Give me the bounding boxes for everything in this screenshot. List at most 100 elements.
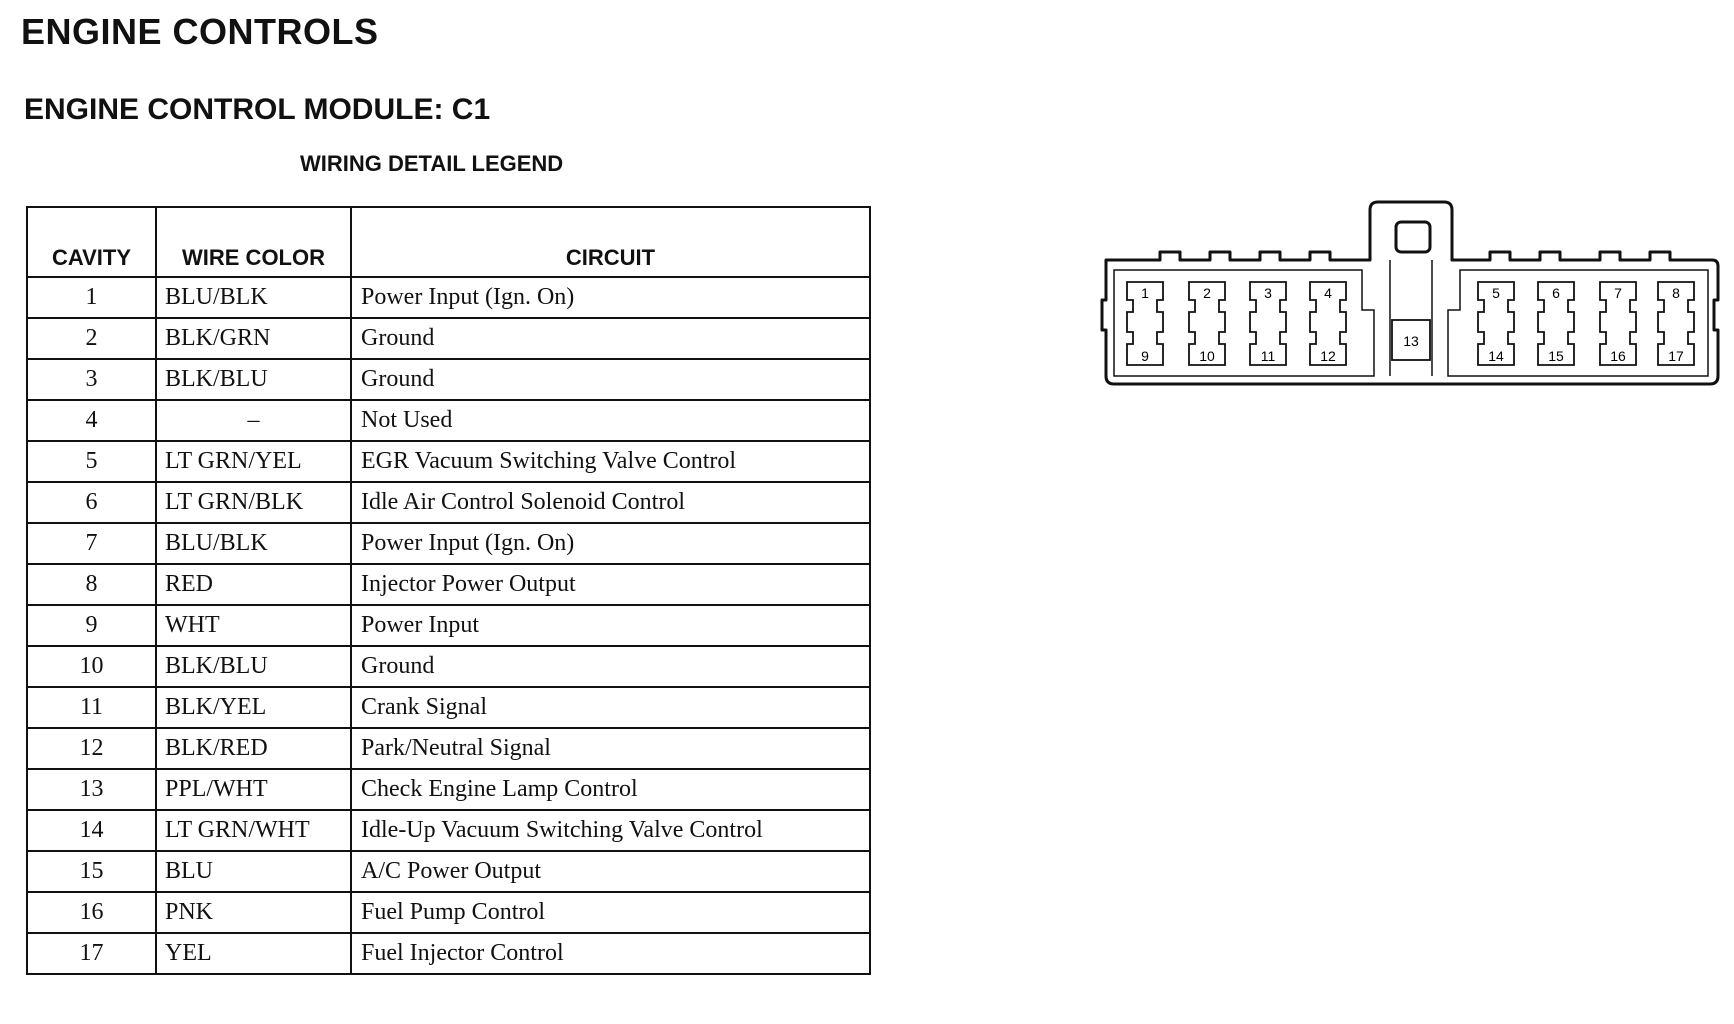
page-title: ENGINE CONTROLS — [21, 11, 379, 52]
wire-color-cell: WHT — [155, 604, 352, 647]
wire-color-cell: LT GRN/WHT — [155, 809, 352, 852]
pin-label: 13 — [1403, 333, 1419, 349]
terminal-cavity — [1657, 281, 1695, 366]
pin-label: 12 — [1320, 348, 1336, 364]
cavity-cell: 9 — [26, 604, 157, 647]
connector-right-block — [1447, 269, 1709, 377]
wire-color-cell: BLK/RED — [155, 727, 352, 770]
pin-label: 11 — [1261, 348, 1276, 364]
circuit-cell: EGR Vacuum Switching Valve Control — [350, 440, 871, 483]
cavity-cell: 8 — [26, 563, 157, 606]
circuit-cell: Park/Neutral Signal — [350, 727, 871, 770]
pin-label: 3 — [1264, 285, 1272, 301]
cavity-cell: 10 — [26, 645, 157, 688]
terminal-cavity — [1599, 281, 1637, 366]
wire-color-cell: BLK/GRN — [155, 317, 352, 360]
column-header-circuit: CIRCUIT — [350, 206, 871, 278]
cavity-cell: 17 — [26, 932, 157, 975]
cavity-cell: 11 — [26, 686, 157, 729]
table-header-row: CAVITY WIRE COLOR CIRCUIT — [26, 206, 871, 278]
column-header-cavity: CAVITY — [26, 206, 157, 278]
cavity-cell: 5 — [26, 440, 157, 483]
column-header-wire-color: WIRE COLOR — [155, 206, 352, 278]
circuit-cell: Crank Signal — [350, 686, 871, 729]
wire-color-cell: BLU — [155, 850, 352, 893]
pin-label: 14 — [1488, 348, 1504, 364]
terminal-cavity — [1477, 281, 1515, 366]
circuit-cell: Power Input — [350, 604, 871, 647]
wire-color-cell: LT GRN/YEL — [155, 440, 352, 483]
pin-label: 4 — [1324, 285, 1332, 301]
circuit-cell: Idle Air Control Solenoid Control — [350, 481, 871, 524]
wire-color-cell: LT GRN/BLK — [155, 481, 352, 524]
lock-tab-icon — [1394, 220, 1432, 254]
table-row: 4–Not Used — [26, 399, 871, 442]
cavity-cell: 2 — [26, 317, 157, 360]
circuit-cell: Power Input (Ign. On) — [350, 276, 871, 319]
terminal-cavity — [1126, 281, 1164, 366]
circuit-cell: Fuel Injector Control — [350, 932, 871, 975]
terminal-cavity — [1391, 319, 1431, 361]
terminal-cavity — [1249, 281, 1287, 366]
circuit-cell: Ground — [350, 358, 871, 401]
wire-color-cell: RED — [155, 563, 352, 606]
circuit-cell: Power Input (Ign. On) — [350, 522, 871, 565]
wire-color-cell: BLK/YEL — [155, 686, 352, 729]
cavity-cell: 6 — [26, 481, 157, 524]
wire-color-cell: BLU/BLK — [155, 522, 352, 565]
wire-color-cell: BLK/BLU — [155, 358, 352, 401]
pin-label: 1 — [1141, 285, 1149, 301]
wire-color-cell: PNK — [155, 891, 352, 934]
circuit-cell: Injector Power Output — [350, 563, 871, 606]
module-subtitle: ENGINE CONTROL MODULE: C1 — [24, 93, 491, 126]
pin-label: 2 — [1203, 285, 1211, 301]
wire-color-cell: PPL/WHT — [155, 768, 352, 811]
terminal-cavity — [1309, 281, 1347, 366]
pin-label: 5 — [1492, 285, 1500, 301]
pin-label: 10 — [1199, 348, 1215, 364]
pin-label: 8 — [1672, 285, 1680, 301]
wire-color-cell: BLK/BLU — [155, 645, 352, 688]
circuit-cell: Idle-Up Vacuum Switching Valve Control — [350, 809, 871, 852]
circuit-cell: Ground — [350, 645, 871, 688]
circuit-cell: Check Engine Lamp Control — [350, 768, 871, 811]
cavity-cell: 15 — [26, 850, 157, 893]
circuit-cell: Not Used — [350, 399, 871, 442]
circuit-cell: Ground — [350, 317, 871, 360]
pin-label: 15 — [1548, 348, 1564, 364]
cavity-cell: 4 — [26, 399, 157, 442]
cavity-cell: 7 — [26, 522, 157, 565]
pin-label: 16 — [1610, 348, 1626, 364]
wire-color-cell: BLU/BLK — [155, 276, 352, 319]
connector-left-block — [1113, 269, 1375, 377]
cavity-cell: 3 — [26, 358, 157, 401]
pin-label: 6 — [1552, 285, 1560, 301]
cavity-cell: 13 — [26, 768, 157, 811]
cavity-cell: 1 — [26, 276, 157, 319]
pin-label: 9 — [1141, 348, 1149, 364]
wire-color-cell: YEL — [155, 932, 352, 975]
pin-label: 7 — [1614, 285, 1622, 301]
circuit-cell: A/C Power Output — [350, 850, 871, 893]
connector-housing — [1100, 200, 1720, 386]
cavity-cell: 16 — [26, 891, 157, 934]
